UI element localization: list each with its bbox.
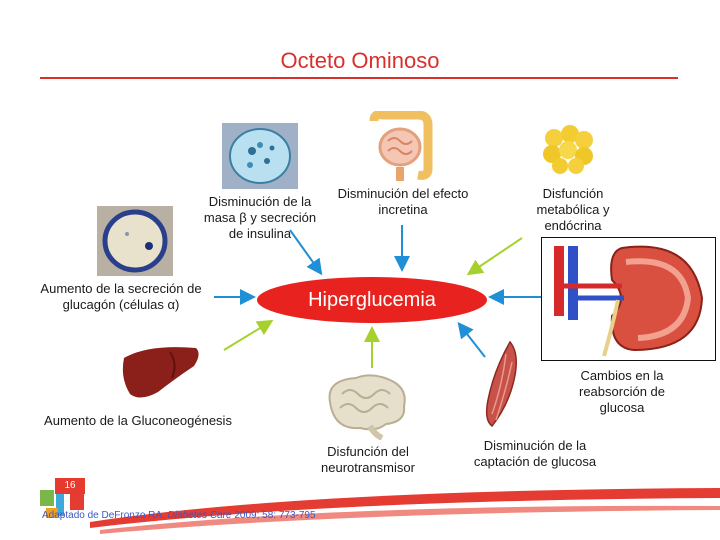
label-beta-cell: Disminución de la masa β y secreción de … bbox=[203, 194, 317, 241]
citation: Adaptado de DeFronzo RA. Diabetes Care 2… bbox=[42, 510, 316, 521]
label-adipose: Disfunción metabólica y endócrina bbox=[536, 186, 610, 233]
citation-prefix: Adaptado de DeFronzo RA. bbox=[42, 510, 168, 521]
adipose-image bbox=[543, 125, 593, 174]
arrow-beta-cell bbox=[289, 229, 323, 276]
brain-image bbox=[328, 374, 406, 440]
kidney-image-frame bbox=[541, 237, 716, 361]
title-divider bbox=[40, 77, 678, 79]
arrow-muscle bbox=[457, 321, 486, 358]
footer-decoration bbox=[40, 488, 720, 534]
arrow-liver bbox=[223, 319, 274, 351]
slide-title: Octeto Ominoso bbox=[280, 48, 440, 73]
citation-journal: Diabetes Care bbox=[167, 510, 232, 521]
liver-image bbox=[122, 347, 199, 398]
alpha-cell-image bbox=[97, 206, 173, 276]
label-brain: Disfunción del neurotransmisor bbox=[321, 444, 415, 475]
label-alpha-cell: Aumento de la secreción de glucagón (cél… bbox=[40, 281, 202, 312]
hyperglycemia-node: Hiperglucemia bbox=[257, 277, 487, 323]
slide-number: 16 bbox=[55, 478, 85, 494]
arrow-adipose bbox=[466, 237, 523, 276]
label-muscle: Disminución de la captación de glucosa bbox=[473, 438, 597, 469]
kidney-image bbox=[554, 245, 704, 357]
citation-suffix: 2009; 58: 773-795 bbox=[231, 510, 316, 521]
intestine-image bbox=[369, 111, 433, 181]
label-kidney: Cambios en la reabsorción de glucosa bbox=[579, 368, 665, 415]
beta-cell-image bbox=[222, 123, 298, 189]
label-liver: Aumento de la Gluconeogénesis bbox=[44, 413, 232, 428]
muscle-image bbox=[485, 340, 517, 428]
label-incretin: Disminución del efecto incretina bbox=[337, 186, 469, 217]
